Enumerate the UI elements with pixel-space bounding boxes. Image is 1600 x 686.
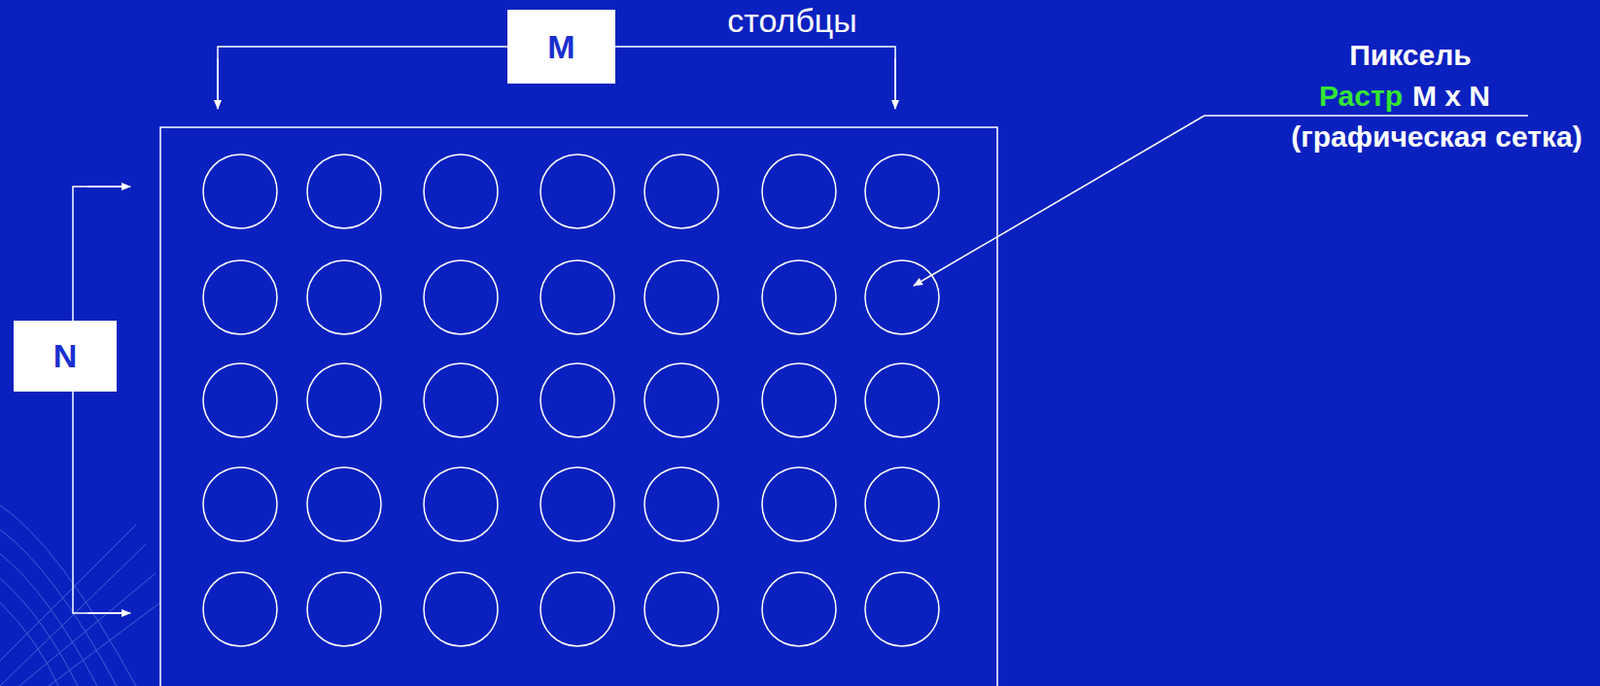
dimension-letter: N xyxy=(53,337,78,376)
raster-frame xyxy=(160,127,998,686)
raster-note: (графическая сетка) xyxy=(1290,120,1582,154)
wireframe-decoration xyxy=(0,505,161,686)
dimension-label-box: M xyxy=(507,9,616,84)
dimension-bracket xyxy=(72,46,896,614)
raster-size: M x N xyxy=(1412,79,1491,113)
dimension-letter: M xyxy=(547,28,575,67)
pixel-label: Пиксель xyxy=(1349,38,1472,72)
column-caption: столбцы xyxy=(727,1,858,40)
raster-term: Растр xyxy=(1319,79,1403,113)
dimension-label-box: N xyxy=(13,320,117,392)
pixel-grid xyxy=(203,154,940,647)
